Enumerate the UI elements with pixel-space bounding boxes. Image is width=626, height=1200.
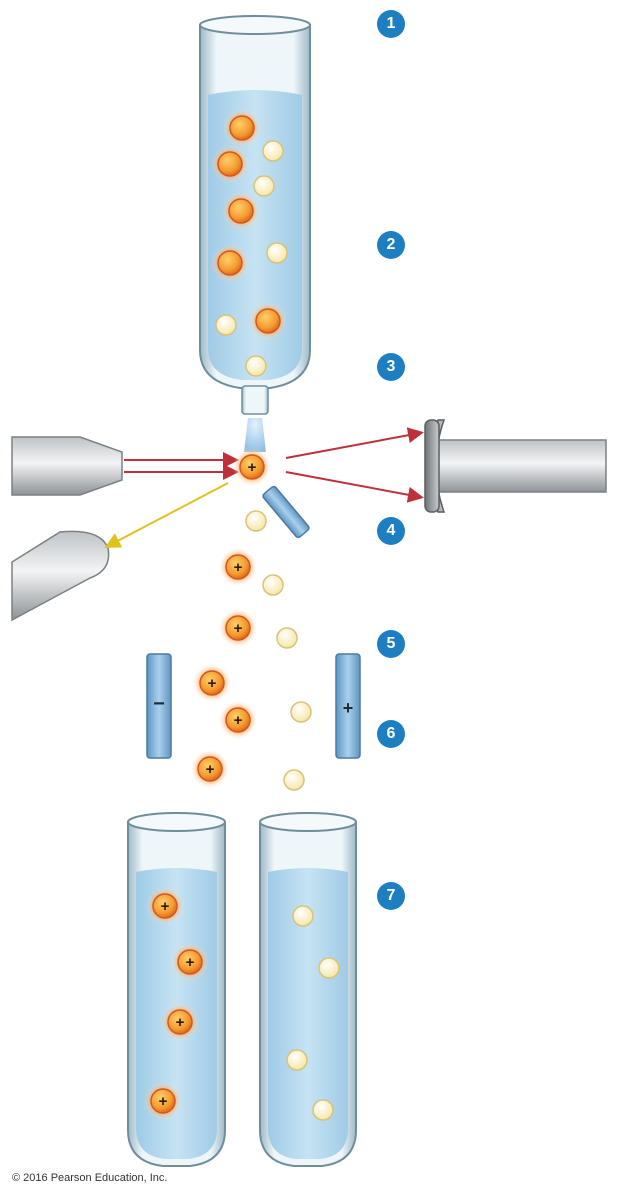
positive-plate: + — [335, 653, 361, 759]
charge-sign: + — [176, 1014, 185, 1031]
step-badge-7: 7 — [377, 882, 405, 910]
unlabeled-cell — [290, 701, 312, 723]
labeled-cell: + — [219, 548, 257, 586]
charge-sign: + — [206, 761, 215, 778]
nozzle-stream — [244, 418, 266, 452]
unlabeled-cell — [266, 242, 288, 264]
forward-detector — [424, 419, 607, 513]
unlabeled-cell — [312, 1099, 334, 1121]
labeled-cell: + — [219, 609, 257, 647]
collection-tube-uncharged — [259, 812, 357, 1167]
charge-sign: + — [234, 620, 243, 637]
unlabeled-cell — [262, 574, 284, 596]
scatter-beam — [104, 482, 229, 548]
labeled-cell — [223, 109, 261, 147]
labeled-cell — [222, 192, 260, 230]
labeled-cell — [211, 145, 249, 183]
unlabeled-cell — [276, 627, 298, 649]
unlabeled-cell — [215, 314, 237, 336]
step-badge-4: 4 — [377, 517, 405, 545]
step-badge-2: 2 — [377, 231, 405, 259]
labeled-cell: + — [233, 448, 271, 486]
step-badge-5: 5 — [377, 630, 405, 658]
negative-sign: − — [153, 693, 165, 715]
labeled-cell: + — [193, 664, 231, 702]
labeled-cell: + — [144, 1082, 182, 1120]
cells: + + + + + + + + + + — [144, 109, 340, 1121]
unlabeled-cell — [245, 355, 267, 377]
charge-sign: + — [208, 675, 217, 692]
copyright-text: © 2016 Pearson Education, Inc. — [12, 1172, 168, 1184]
unlabeled-cell — [292, 905, 314, 927]
nozzle — [241, 385, 269, 415]
side-detector — [11, 530, 110, 622]
charge-sign: + — [161, 898, 170, 915]
unlabeled-cell — [318, 957, 340, 979]
labeled-cell: + — [219, 701, 257, 739]
charge-sign: + — [159, 1093, 168, 1110]
unlabeled-cell — [286, 1049, 308, 1071]
step-badge-3: 3 — [377, 353, 405, 381]
negative-plate: − — [146, 653, 172, 759]
positive-sign: + — [343, 698, 354, 718]
laser-beams — [124, 427, 424, 503]
collected-fluid-uncharged — [268, 868, 348, 1159]
unlabeled-cell — [283, 769, 305, 791]
step-badge-1: 1 — [377, 10, 405, 38]
labeled-cell — [211, 244, 249, 282]
labeled-cell — [249, 302, 287, 340]
labeled-cell: + — [191, 750, 229, 788]
unlabeled-cell — [245, 510, 267, 532]
laser-source — [11, 436, 123, 496]
step-badge-6: 6 — [377, 720, 405, 748]
charge-sign: + — [234, 712, 243, 729]
labeled-cell: + — [146, 887, 184, 925]
labeled-cell: + — [161, 1003, 199, 1041]
labeled-cell: + — [171, 943, 209, 981]
charge-sign: + — [234, 559, 243, 576]
unlabeled-cell — [253, 175, 275, 197]
charge-sign: + — [186, 954, 195, 971]
sample-tube — [199, 15, 311, 452]
charging-collar — [262, 485, 310, 539]
charge-sign: + — [248, 459, 257, 476]
unlabeled-cell — [262, 140, 284, 162]
